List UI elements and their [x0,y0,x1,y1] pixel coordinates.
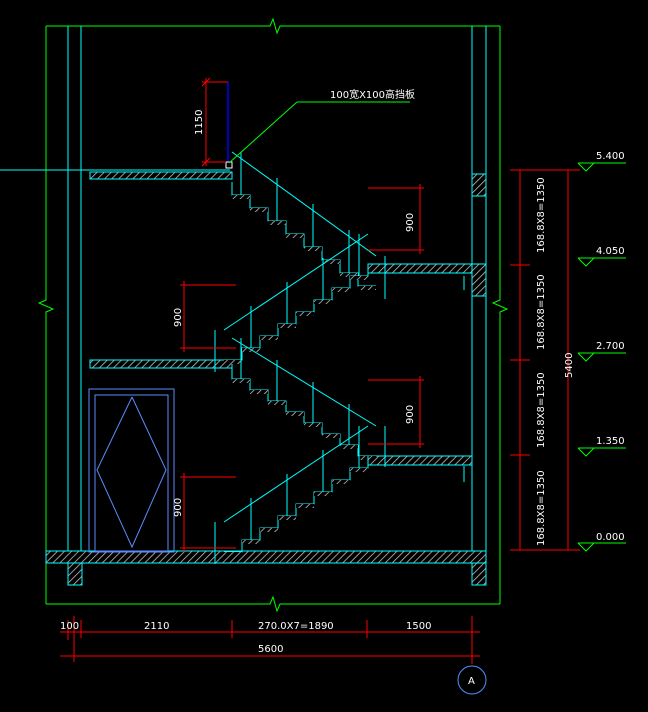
tread-hatch [296,504,314,508]
elev-0000: 0.000 [596,532,625,543]
tread-hatch [322,260,340,264]
tread-hatch [250,390,268,394]
dim-h1: 900 [405,213,416,232]
tread-hatch [278,324,296,328]
dim-right-seg-4: 168.8X8=1350 [536,470,547,546]
dim-bottom-1890: 270.0X7=1890 [258,621,334,632]
break-frame [37,17,509,613]
tread-hatch [332,288,350,292]
tread-hatch [278,516,296,520]
bottom-dims [60,616,480,664]
tread-hatch [250,208,268,212]
left-wall [67,26,82,556]
dim-rail: 1150 [194,110,205,135]
tread-hatch [286,412,304,416]
elev-1350: 1.350 [596,436,625,447]
tread-hatch [296,312,314,316]
tread-hatch [340,445,358,449]
right-dims [510,169,580,551]
note-label: 100宽X100高挡板 [330,88,415,101]
dim-right-total: 5400 [564,353,575,378]
dim-h2: 900 [173,308,184,327]
dim-h4: 900 [173,498,184,517]
tread-hatch [340,273,358,277]
dim-bottom-100: 100 [60,621,79,632]
tread-hatch [260,336,278,340]
tread-hatch [286,234,304,238]
tread-hatch [224,360,242,364]
tread-hatch [314,300,332,304]
grid-bubble [457,665,487,695]
tread-hatch [260,528,278,532]
tread-hatch [350,468,368,472]
dim-bottom-total: 5600 [258,644,283,655]
ground-slab [45,550,487,586]
tread-hatch [268,221,286,225]
tread-hatch [242,540,260,544]
elevation-markers [577,162,626,552]
rail-line [223,233,369,331]
tread-hatch [304,423,322,427]
handrail [225,82,410,169]
tread-hatch [314,492,332,496]
rail-line [223,425,369,523]
dim-right-seg-3: 168.8X8=1350 [536,372,547,448]
tread-hatch [332,480,350,484]
tread-hatch [358,456,376,460]
elev-5400: 5.400 [596,151,625,162]
tread-hatch [304,247,322,251]
rail-line [231,337,377,427]
elev-2700: 2.700 [596,341,625,352]
elev-4050: 4.050 [596,246,625,257]
rail-line [231,151,377,257]
stair-flights [214,151,386,564]
landing-slabs [89,171,487,482]
dim-bottom-1500: 1500 [406,621,431,632]
left-dims [180,77,424,552]
tread-hatch [224,552,242,556]
door [88,388,175,553]
tread-hatch [268,401,286,405]
dim-right-seg-1: 168.8X8=1350 [536,177,547,253]
tread-hatch [232,195,250,199]
dim-right-seg-2: 168.8X8=1350 [536,274,547,350]
tread-hatch [232,379,250,383]
dim-h3: 900 [405,405,416,424]
dim-bottom-2110: 2110 [144,621,169,632]
grid-axis-label: A [468,676,475,687]
tread-hatch [322,434,340,438]
tread-hatch [350,276,368,280]
tread-hatch [358,286,376,290]
